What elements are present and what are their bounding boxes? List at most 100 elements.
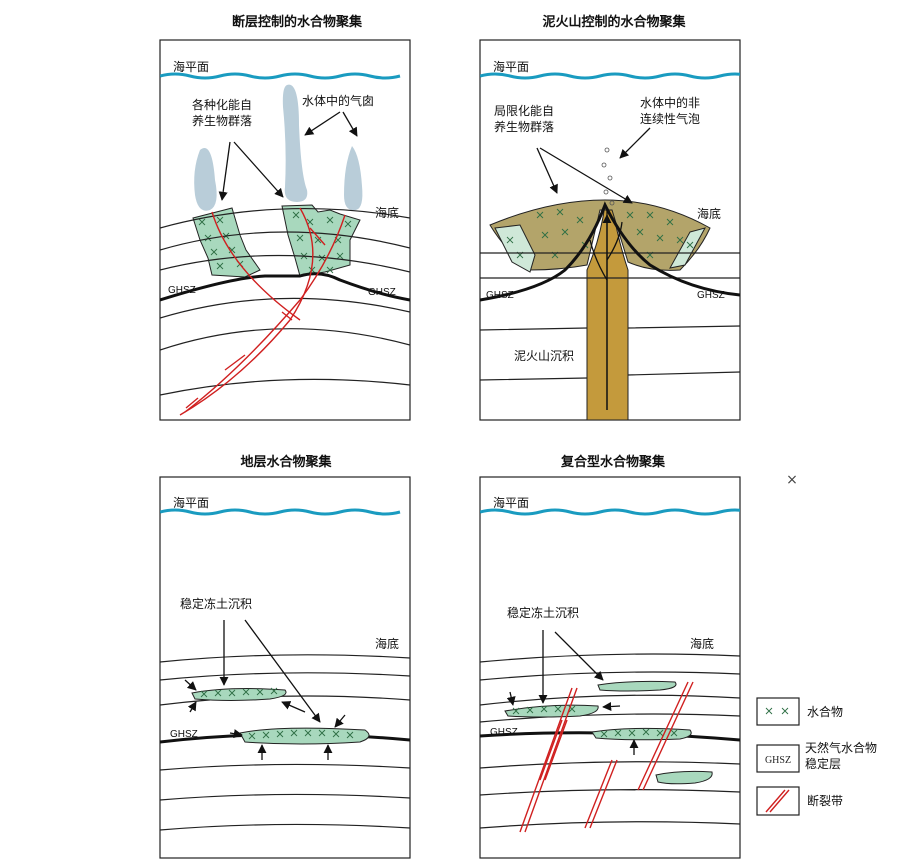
fault <box>539 719 568 781</box>
sea-level-label: 海平面 <box>173 495 209 510</box>
fault <box>184 214 346 413</box>
fault <box>519 687 578 833</box>
community-label: 局限化能自 <box>494 104 554 118</box>
panel-title: 泥火山控制的水合物聚集 <box>542 14 686 30</box>
cross-icon <box>540 705 548 713</box>
cross-icon <box>526 706 534 714</box>
plume-label: 水体中的气囱 <box>302 93 374 108</box>
cross-icon <box>346 731 354 739</box>
panel-title: 地层水合物聚集 <box>240 454 332 470</box>
cross-icon <box>344 220 352 228</box>
bubbles-label: 水体中的非 <box>640 95 700 110</box>
bubbles-label: 连续性气泡 <box>640 111 700 126</box>
sea-level-label: 海平面 <box>173 59 209 74</box>
seafloor-label: 海底 <box>697 206 721 221</box>
ghsz-label: GHSZ <box>170 729 198 740</box>
fault-icon <box>765 789 790 813</box>
hydrate-lens <box>239 727 370 745</box>
cross-icon <box>576 216 584 224</box>
cross-icon <box>676 236 684 244</box>
ghsz-boundary <box>160 272 410 302</box>
legend-ghsz-swatch <box>756 744 800 773</box>
cross-icon <box>646 211 654 219</box>
sea-level-line <box>160 72 401 80</box>
panel-mud-volcano: 泥火山控制的水合物聚集 海平面 局限化能自 养生物群落 水体中的非 连续性气泡 … <box>479 14 741 421</box>
cross-icon <box>666 218 674 226</box>
cross-icon <box>656 234 664 242</box>
ghsz-label: GHSZ <box>486 290 514 301</box>
bubbles <box>601 147 615 206</box>
cross-icon <box>296 234 304 242</box>
legend-ghsz-label: 稳定层 <box>805 756 841 771</box>
cross-icon <box>304 729 312 737</box>
cross-icon <box>656 729 664 737</box>
panel-title: 复合型水合物聚集 <box>560 454 666 470</box>
seafloor-label: 海底 <box>375 636 399 651</box>
cross-icon <box>512 707 520 715</box>
permafrost-label: 稳定冻土沉积 <box>507 605 579 620</box>
cross-icon <box>290 729 298 737</box>
hydrate-lens <box>191 688 287 701</box>
cross-icon <box>276 730 284 738</box>
cross-icon <box>262 731 270 739</box>
cross-icon <box>216 262 224 270</box>
seafloor-line <box>160 654 410 663</box>
panel-stratigraphic: 地层水合物聚集 海平面 稳定冻土沉积 海底 GHSZ <box>159 454 411 859</box>
cross-icon <box>318 729 326 737</box>
cross-icon <box>332 730 340 738</box>
hydrate-body <box>494 224 536 273</box>
cross-icon <box>242 688 250 696</box>
gas-plume <box>194 148 217 211</box>
legend-ghsz-box-text: GHSZ <box>765 755 791 766</box>
cross-icon <box>561 228 569 236</box>
cross-icon <box>200 690 208 698</box>
hydrate-crosses <box>506 208 694 259</box>
hydrate-crosses <box>198 211 352 274</box>
panel-fault-controlled: 断层控制的水合物聚集 海平面 各种化能自 养生物群落 水体中的气囱 海底 <box>159 14 411 421</box>
fault <box>637 681 694 791</box>
ghsz-label: GHSZ <box>697 290 725 301</box>
legend-fault-swatch <box>756 786 800 816</box>
cross-icon <box>686 241 694 249</box>
cross-icon <box>642 728 650 736</box>
cross-icon <box>600 730 608 738</box>
cross-icon <box>216 216 224 224</box>
cross-icon <box>314 236 322 244</box>
cross-icon <box>228 246 236 254</box>
deposit-label: 泥火山沉积 <box>514 349 574 363</box>
ghsz-boundary <box>480 201 740 302</box>
cross-icon <box>614 729 622 737</box>
cross-icon <box>554 705 562 713</box>
cross-icon <box>326 266 334 274</box>
hydrate-crosses <box>200 687 354 740</box>
cross-icon <box>628 729 636 737</box>
permafrost-label: 稳定冻土沉积 <box>180 596 252 611</box>
cross-icon <box>670 729 678 737</box>
cross-icon <box>336 252 344 260</box>
cross-icon <box>536 211 544 219</box>
close-icon[interactable]: × <box>786 472 798 488</box>
hydrate-crosses <box>512 705 678 738</box>
gas-plume <box>282 84 308 202</box>
cross-icon <box>214 689 222 697</box>
hydrate-lens <box>655 770 713 785</box>
legend-hydrate-label: 水合物 <box>807 704 843 719</box>
panel-frame <box>479 476 741 859</box>
cross-icon <box>270 687 278 695</box>
seafloor-label: 海底 <box>690 636 714 651</box>
panel-composite: 复合型水合物聚集 海平面 稳定冻土沉积 海底 GHSZ <box>479 454 741 859</box>
cross-icon <box>210 248 218 256</box>
hydrate-lens <box>597 680 677 692</box>
cross-icon <box>506 236 514 244</box>
cross-icon <box>198 218 206 226</box>
fault <box>211 211 301 321</box>
seafloor-line <box>480 653 740 663</box>
legend-fault-label: 断裂带 <box>807 793 843 808</box>
cross-icon <box>248 732 256 740</box>
sea-level-label: 海平面 <box>493 59 529 74</box>
fault <box>584 759 618 829</box>
legend: × 水合物 GHSZ 天然气水合物 稳定层 断裂带 <box>756 472 877 816</box>
panel-title: 断层控制的水合物聚集 <box>232 14 363 30</box>
ghsz-label: GHSZ <box>490 727 518 738</box>
